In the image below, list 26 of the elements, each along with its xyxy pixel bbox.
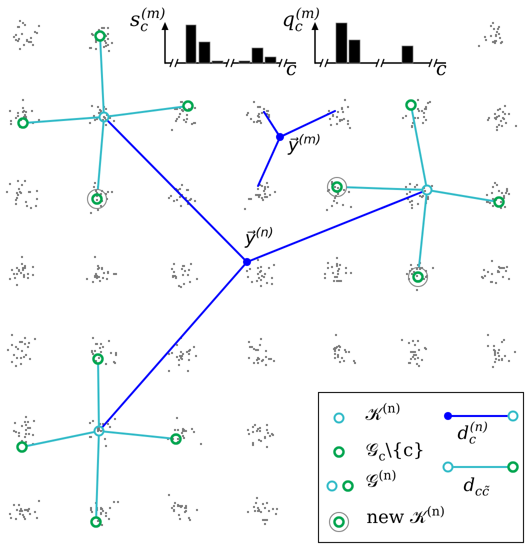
connector-line [411,109,427,186]
vector-label: y⃗$^{(n)}$ [245,229,274,250]
legend-label: d$_{cc̃}$ [464,476,490,496]
connector-line [104,430,172,440]
connector-line [102,264,246,428]
connector-line [108,106,184,118]
connector-line [99,40,105,112]
connector-line [97,364,100,426]
connector-line [28,116,100,124]
connector-line [106,120,246,260]
connector-line [282,110,336,136]
connector-line [431,190,495,202]
vector-label: y⃗$^{(m)}$ [288,136,321,157]
legend-label: new 𝒦$^{(n)}$ [366,508,445,528]
legend-label: 𝒢$_{c}$\{c} [366,440,425,462]
connector-line [263,111,279,135]
connector-line [418,194,428,268]
connector-line [96,122,104,190]
legend-label: 𝒢$^{(n)}$ [366,472,396,492]
connector-line [257,140,280,187]
axis-label: c [286,59,297,81]
connector-line [26,431,95,447]
connector-line [250,191,423,262]
axis-label: c [436,59,447,81]
connector-line [346,186,422,191]
legend-label: 𝒦$^{(n)}$ [366,404,400,426]
